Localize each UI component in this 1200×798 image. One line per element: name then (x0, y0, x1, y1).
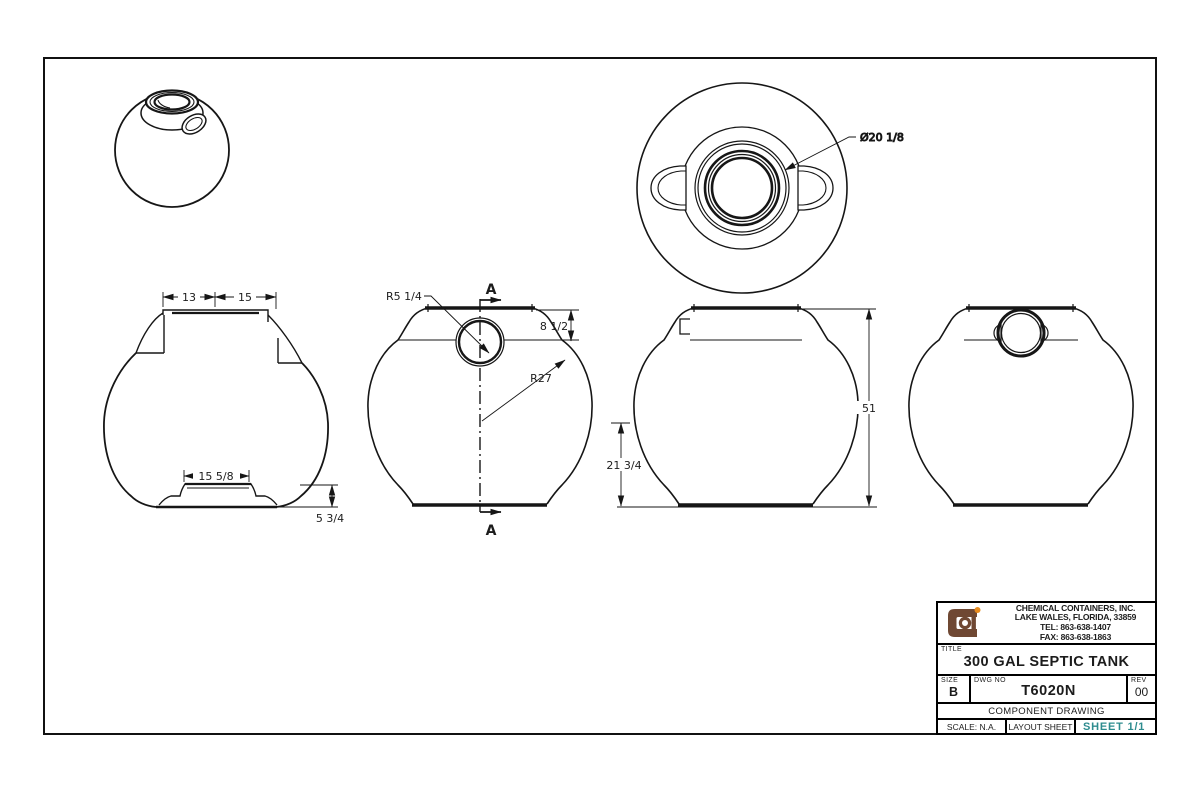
dim-13-bg (178, 290, 200, 302)
sec-right-scurve (267, 314, 303, 364)
company-info: CHEMICAL CONTAINERS, INC. LAKE WALES, FL… (996, 602, 1155, 642)
dim-dome-height: 8 1/2 (540, 320, 568, 333)
radius-leader (481, 359, 566, 422)
section-marker-bottom: A (486, 523, 497, 539)
dim-base-height: 5 3/4 (316, 512, 344, 525)
side-dims: 21 3/4 51 (603, 308, 883, 507)
plan-left-lug (650, 165, 687, 211)
sec-body-right (275, 362, 329, 508)
dim-15: 15 (238, 291, 252, 304)
back-manway-outer (996, 308, 1046, 358)
plan-manway-rim2 (697, 143, 787, 233)
sec-lid (162, 309, 269, 322)
dim-overall-bg (856, 401, 883, 414)
size-value: B (948, 685, 959, 699)
dim-mid-bg (603, 458, 645, 471)
side-tab (679, 318, 690, 335)
title-block: CHEMICAL CONTAINERS, INC. LAKE WALES, FL… (936, 601, 1157, 735)
doc-type-row: COMPONENT DRAWING (938, 702, 1155, 718)
drawing-title: 300 GAL SEPTIC TANK (963, 654, 1130, 670)
scale-cell: SCALE: N.A. (946, 721, 997, 732)
dim-overall-height: 51 (862, 402, 876, 415)
rev-cell: REV 00 (1126, 676, 1155, 702)
iso-lug (181, 113, 207, 135)
title-row: TITLE 300 GAL SEPTIC TANK (938, 643, 1155, 674)
company-name: CHEMICAL CONTAINERS, INC. (1015, 602, 1136, 613)
isometric-view (114, 89, 230, 208)
size-cell: SIZE B (938, 676, 969, 702)
manway-dia-label: Ø20 1/8 (860, 131, 904, 144)
cci-logo-icon (948, 607, 981, 637)
rev-label: REV (1131, 677, 1147, 684)
dim-plate: 15 5/8 (198, 470, 233, 483)
sheet-cell: SHEET 1/1 (1074, 720, 1155, 733)
plan-manway-opening (710, 156, 774, 220)
title-label: TITLE (941, 646, 963, 653)
front-view: A A R5 1/4 8 1/2 R27 (366, 282, 594, 539)
back-manway-clip-left (993, 323, 1002, 343)
plan-view: Ø20 1/8 (636, 82, 904, 294)
iso-manway-ring-mid (149, 92, 195, 112)
company-address: LAKE WALES, FLORIDA, 33859 (1014, 612, 1137, 623)
plan-manway-ring2 (707, 153, 777, 223)
fitting-leader (424, 295, 490, 354)
size-label: SIZE (941, 677, 959, 684)
sec-dims: 13 15 15 5/8 5 3/4 (162, 290, 344, 525)
back-view (907, 302, 1135, 507)
iso-opening-arc (157, 99, 171, 109)
manway-dia-leader (784, 136, 856, 171)
plan-right-lug (797, 165, 834, 211)
dim-15-bg (234, 290, 256, 302)
sec-left-scurve (135, 312, 164, 354)
sheet-border (43, 57, 1157, 735)
company-row: CHEMICAL CONTAINERS, INC. LAKE WALES, FL… (938, 603, 1155, 643)
layout-cell: LAYOUT SHEET (1005, 720, 1074, 733)
dwg-no-cell: DWG NO T6020N (969, 676, 1126, 702)
section-view: 13 15 15 5/8 5 3/4 (103, 290, 344, 525)
dwg-no-label: DWG NO (974, 677, 1006, 684)
rev-value: 00 (1134, 685, 1149, 699)
iso-lug-inner (185, 116, 203, 132)
dim-body-radius: R27 (530, 372, 552, 385)
company-tel: TEL: 863-638-1407 (1040, 622, 1111, 632)
plan-manway-ring (703, 149, 781, 227)
sec-body-left (103, 352, 157, 508)
dwg-no-value: T6020N (1021, 683, 1076, 699)
back-manway-clip-right (1040, 323, 1049, 343)
company-logo (938, 605, 996, 641)
dim-13: 13 (182, 291, 196, 304)
company-fax: FAX: 863-638-1863 (1039, 631, 1112, 642)
dim-mid-height: 21 3/4 (606, 459, 641, 472)
dim-fitting-radius: R5 1/4 (386, 290, 422, 303)
iso-manway-ring-inner (153, 93, 191, 111)
scale-row: SCALE: N.A. LAYOUT SHEET SHEET 1/1 (938, 718, 1155, 733)
sec-pedestal (158, 483, 278, 506)
side-view: 21 3/4 51 (603, 302, 883, 508)
front-dims: R5 1/4 8 1/2 R27 (386, 290, 579, 422)
section-marker-top: A (486, 282, 497, 298)
number-row: SIZE B DWG NO T6020N REV 00 (938, 674, 1155, 702)
dim-plate-bg (193, 469, 240, 482)
plan-outer-circle (636, 82, 848, 294)
